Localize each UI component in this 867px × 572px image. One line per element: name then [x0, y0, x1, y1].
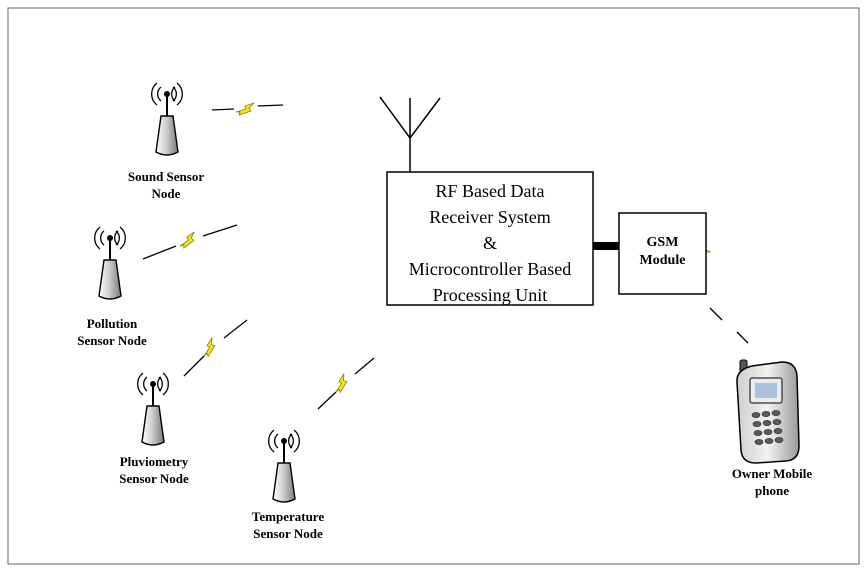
sound-sensor-tower-icon — [150, 82, 184, 156]
phone-label: Owner Mobile phone — [716, 465, 828, 499]
sound-sensor-label: Sound Sensor Node — [104, 168, 228, 202]
lightning-bolt-icon — [176, 231, 199, 250]
temperature-wireless-link — [317, 357, 375, 410]
sound-sensor-label-line1: Sound Sensor — [127, 169, 205, 184]
gsm-line2: Module — [639, 253, 686, 268]
gsm-box — [618, 212, 707, 295]
temperature-sensor-label: Temperature Sensor Node — [226, 508, 350, 542]
lightning-bolt-icon — [329, 373, 353, 395]
receiver-line1: RF Based Data — [435, 181, 545, 201]
sound-wireless-link — [211, 102, 284, 116]
mobile-phone-icon — [736, 359, 800, 464]
pollution-sensor-label-line2: Sensor Node — [77, 333, 147, 348]
pluviometry-wireless-link — [183, 319, 248, 377]
pollution-sensor-tower-icon — [93, 226, 127, 300]
pollution-sensor-label-line1: Pollution — [86, 316, 138, 331]
lightning-bolt-icon — [197, 337, 221, 359]
receiver-box — [386, 171, 594, 306]
gsm-connector — [593, 242, 619, 250]
pluviometry-sensor-label: Pluviometry Sensor Node — [92, 453, 216, 487]
receiver-line2: Receiver System — [429, 207, 551, 227]
phone-label-line1: Owner Mobile — [731, 466, 813, 481]
receiver-line5: Processing Unit — [432, 285, 548, 305]
pluviometry-sensor-label-line1: Pluviometry — [119, 454, 189, 469]
receiver-box-text: RF Based Data Receiver System & Microcon… — [387, 178, 593, 308]
pluviometry-sensor-tower-icon — [136, 372, 170, 446]
pluviometry-sensor-label-line2: Sensor Node — [119, 471, 189, 486]
sound-sensor-label-line2: Node — [151, 186, 181, 201]
lightning-bolt-icon — [235, 102, 255, 116]
temperature-sensor-tower-icon — [267, 429, 301, 503]
figure-border — [7, 7, 860, 565]
pollution-sensor-label: Pollution Sensor Node — [50, 315, 174, 349]
receiver-line3: & — [482, 233, 497, 253]
receiver-line4: Microcontroller Based — [408, 259, 572, 279]
temperature-sensor-label-line2: Sensor Node — [253, 526, 323, 541]
pollution-wireless-link — [142, 224, 238, 260]
phone-wireless-link — [691, 240, 749, 344]
gsm-box-text: GSM Module — [619, 234, 706, 270]
receiver-antenna-icon — [379, 96, 441, 172]
gsm-line1: GSM — [646, 235, 679, 250]
temperature-sensor-label-line1: Temperature — [251, 509, 325, 524]
phone-label-line2: phone — [755, 483, 789, 498]
